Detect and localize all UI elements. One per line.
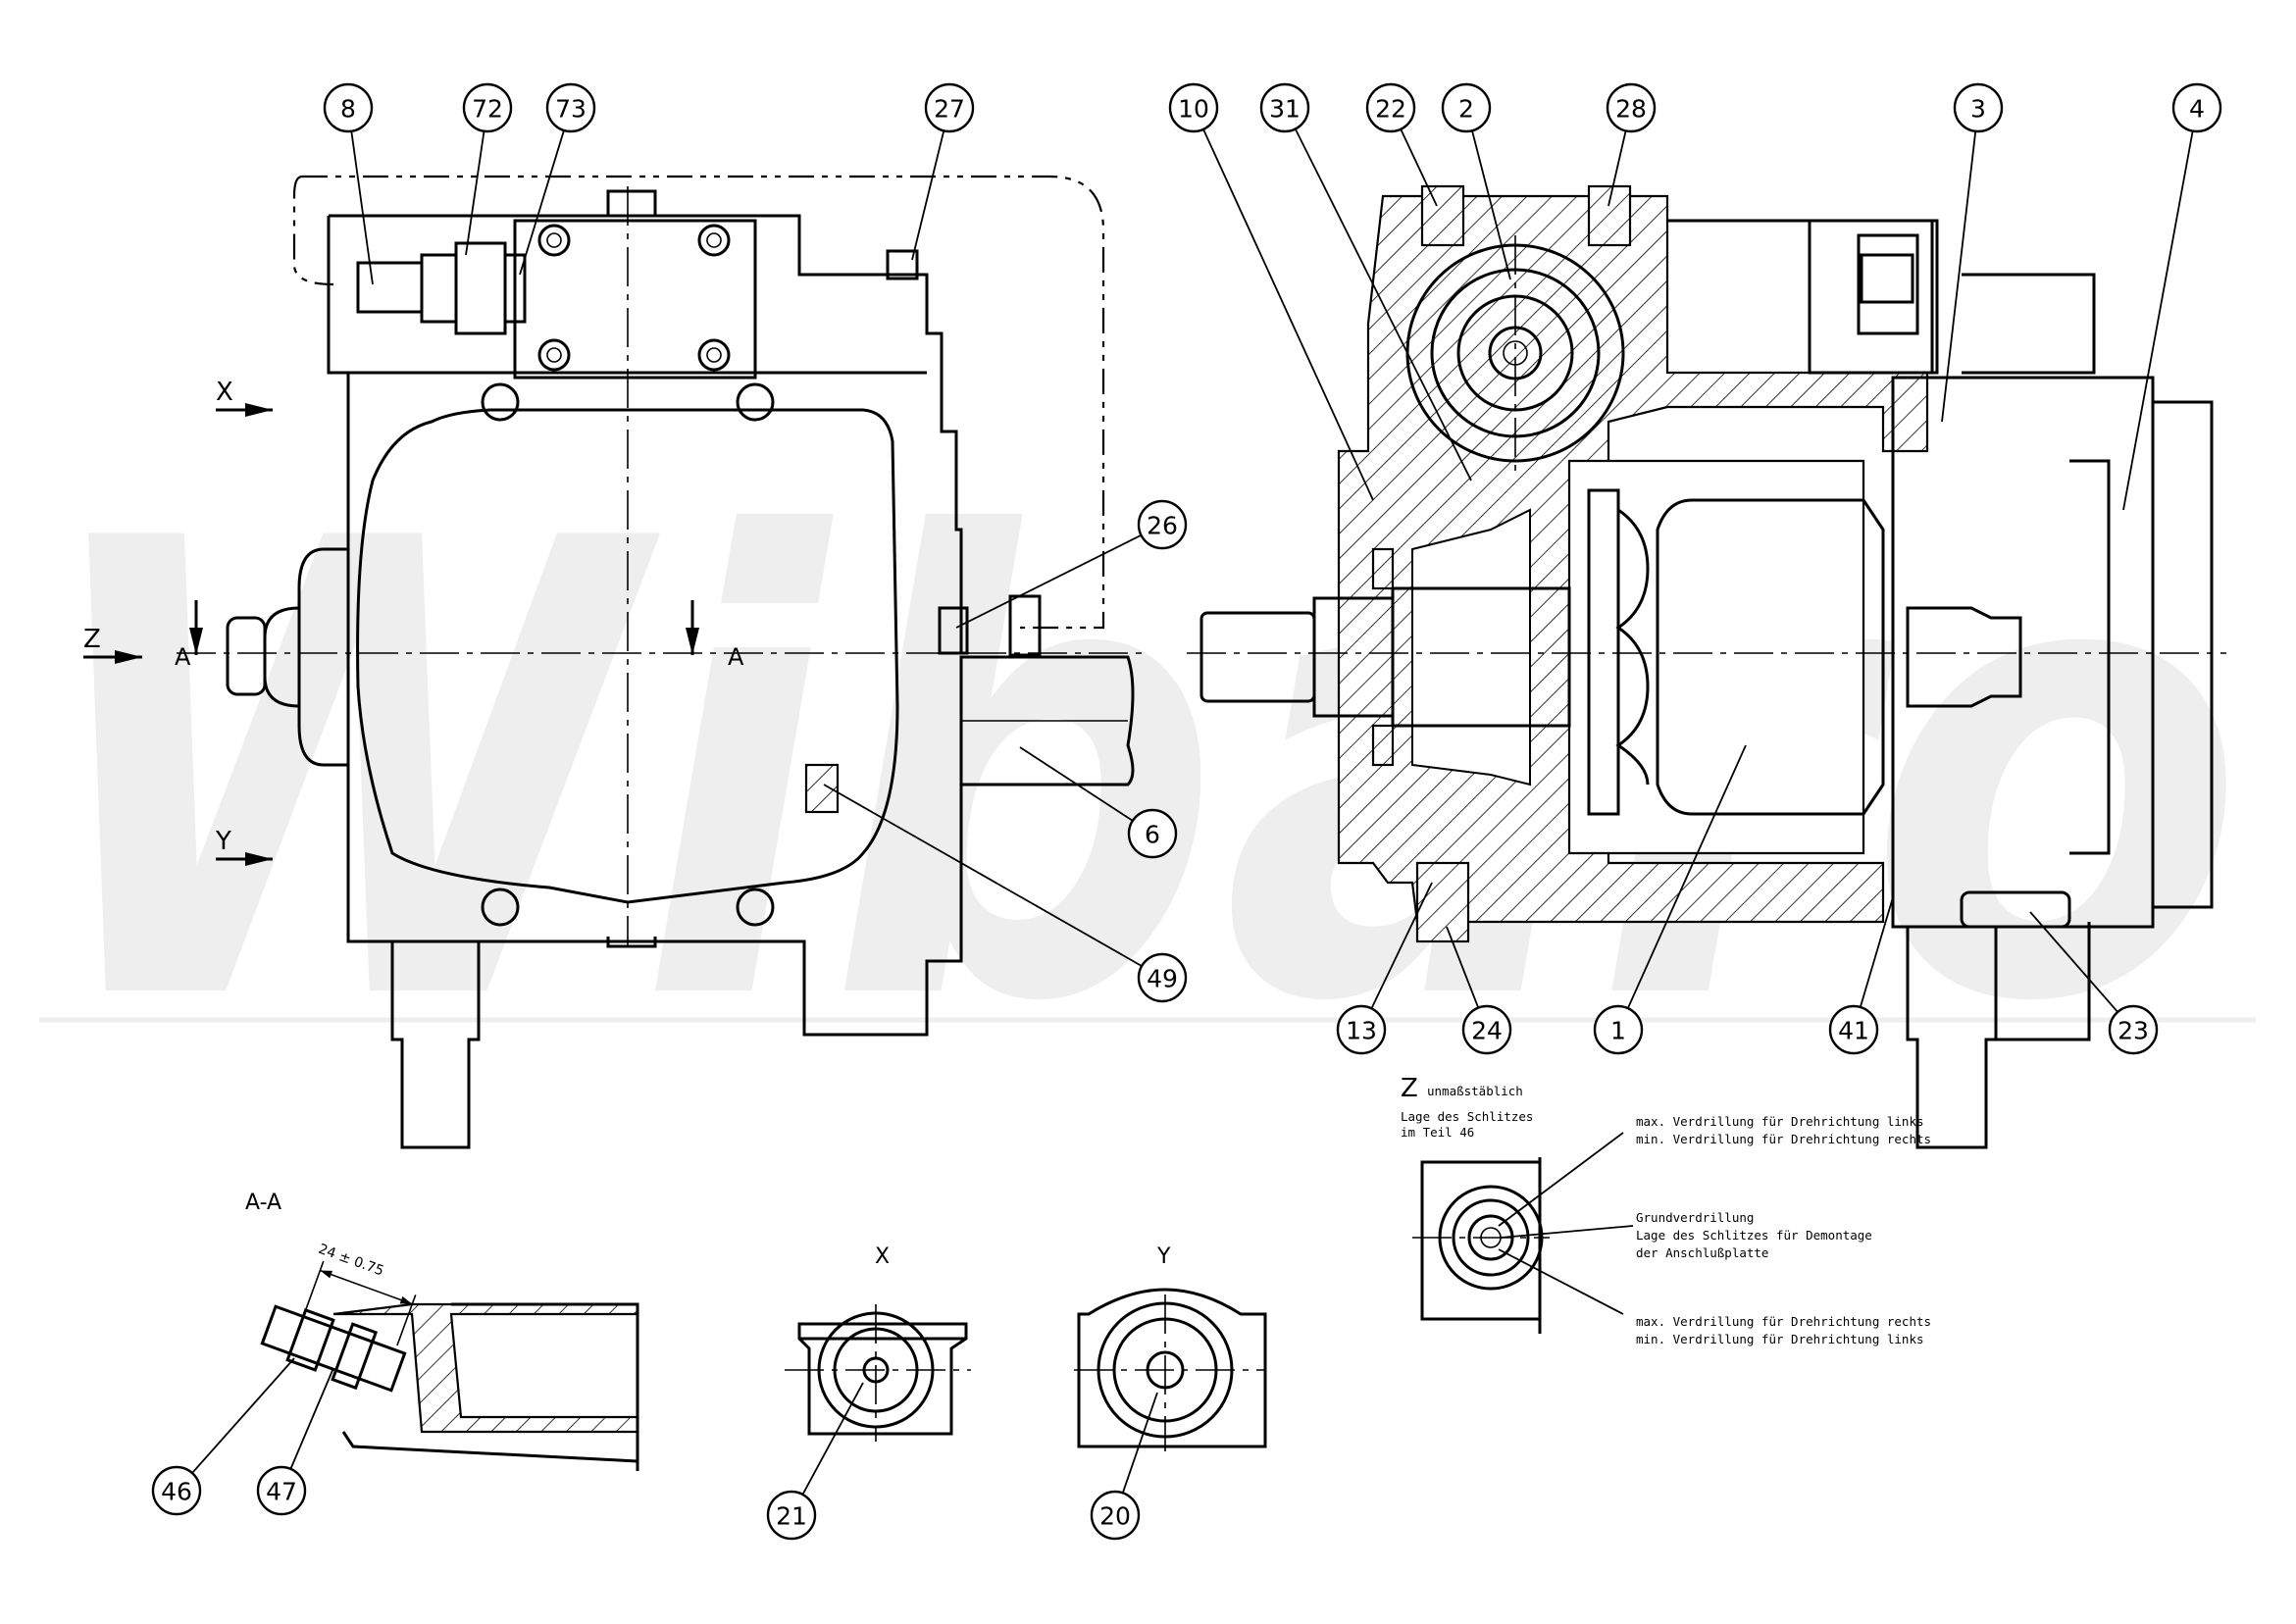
callout-leader-22 bbox=[1400, 128, 1438, 207]
x-view-title: X bbox=[875, 1244, 890, 1269]
callout-leader-21 bbox=[801, 1382, 864, 1496]
callout-leader-47 bbox=[289, 1367, 334, 1470]
callout-46: 46 bbox=[151, 1357, 295, 1516]
callout-leader-31 bbox=[1294, 128, 1472, 482]
callout-number-2: 2 bbox=[1458, 95, 1474, 124]
callout-leader-8 bbox=[350, 130, 374, 285]
view-x-label: X bbox=[216, 378, 233, 407]
callout-leader-1 bbox=[1626, 744, 1747, 1009]
callout-leader-41 bbox=[1859, 896, 1894, 1008]
callout-4: 4 bbox=[2122, 82, 2222, 511]
callout-number-26: 26 bbox=[1147, 512, 1178, 540]
callout-leader-46 bbox=[191, 1357, 295, 1474]
x-view: X bbox=[785, 1244, 971, 1442]
callout-leader-49 bbox=[823, 784, 1143, 967]
callout-23: 23 bbox=[2029, 911, 2159, 1055]
callout-3: 3 bbox=[1941, 82, 2004, 423]
callout-73: 73 bbox=[519, 82, 596, 276]
callout-number-13: 13 bbox=[1346, 1017, 1377, 1045]
callout-24: 24 bbox=[1446, 926, 1512, 1055]
note-max-left-1: max. Verdrillung für Drehrichtung links bbox=[1636, 1114, 1924, 1129]
callout-leader-27 bbox=[911, 130, 945, 261]
callout-number-3: 3 bbox=[1970, 95, 1986, 124]
front-view: X Y Z A A bbox=[83, 175, 1148, 1149]
callout-6: 6 bbox=[1019, 746, 1178, 859]
callout-number-41: 41 bbox=[1838, 1017, 1869, 1045]
callout-28: 28 bbox=[1606, 82, 1657, 207]
note-basic-2: Lage des Schlitzes für Demontage bbox=[1636, 1228, 1872, 1243]
view-z-label: Z bbox=[83, 625, 101, 654]
callout-49: 49 bbox=[823, 784, 1188, 1003]
callout-leader-24 bbox=[1446, 926, 1480, 1008]
note-max-left-2: min. Verdrillung für Drehrichtung rechts bbox=[1636, 1132, 1931, 1146]
callout-41: 41 bbox=[1828, 896, 1894, 1055]
callout-10: 10 bbox=[1168, 82, 1374, 501]
callout-72: 72 bbox=[462, 82, 513, 256]
callout-leader-3 bbox=[1941, 130, 1977, 423]
callout-20: 20 bbox=[1090, 1392, 1158, 1541]
callout-26: 26 bbox=[955, 499, 1188, 629]
callout-number-20: 20 bbox=[1099, 1502, 1131, 1531]
callout-leader-26 bbox=[955, 533, 1142, 629]
callout-number-46: 46 bbox=[161, 1478, 192, 1506]
callout-leader-72 bbox=[465, 130, 485, 256]
callout-number-27: 27 bbox=[934, 95, 965, 124]
callout-47: 47 bbox=[256, 1367, 334, 1516]
y-view-title: Y bbox=[1156, 1244, 1171, 1269]
callout-number-1: 1 bbox=[1610, 1017, 1626, 1045]
callout-1: 1 bbox=[1593, 744, 1747, 1055]
callout-number-73: 73 bbox=[555, 95, 587, 124]
note-basic-1: Grundverdrillung bbox=[1636, 1210, 1754, 1225]
watermark: Wibaro bbox=[29, 408, 2246, 1139]
note-basic-3: der Anschlußplatte bbox=[1636, 1245, 1768, 1260]
section-aa-title: A-A bbox=[245, 1191, 281, 1215]
section-view bbox=[1187, 184, 2226, 1149]
callout-number-28: 28 bbox=[1615, 95, 1647, 124]
callout-number-8: 8 bbox=[340, 95, 356, 124]
note-max-right-1: max. Verdrillung für Drehrichtung rechts bbox=[1636, 1314, 1931, 1329]
callout-number-49: 49 bbox=[1147, 965, 1178, 993]
callout-2: 2 bbox=[1441, 82, 1511, 280]
section-a-right: A bbox=[728, 643, 744, 671]
callout-leader-73 bbox=[519, 129, 565, 276]
callout-number-31: 31 bbox=[1269, 95, 1301, 124]
callout-number-4: 4 bbox=[2189, 95, 2205, 124]
detail-z-pos-line1: Lage des Schlitzes bbox=[1401, 1109, 1533, 1124]
view-y-label: Y bbox=[215, 827, 231, 856]
callout-number-6: 6 bbox=[1145, 821, 1160, 849]
callout-leader-23 bbox=[2029, 911, 2118, 1013]
callout-number-47: 47 bbox=[266, 1478, 297, 1506]
callout-leader-10 bbox=[1202, 128, 1374, 501]
callout-number-23: 23 bbox=[2117, 1017, 2149, 1045]
callout-leader-28 bbox=[1607, 130, 1627, 207]
callout-8: 8 bbox=[323, 82, 374, 285]
y-view: Y bbox=[1074, 1244, 1267, 1451]
callout-number-10: 10 bbox=[1178, 95, 1209, 124]
callout-number-72: 72 bbox=[472, 95, 503, 124]
detail-z-scale-note: unmaßstäblich bbox=[1427, 1084, 1523, 1098]
note-max-right-2: min. Verdrillung für Drehrichtung links bbox=[1636, 1332, 1924, 1346]
section-a-left: A bbox=[175, 643, 191, 671]
callout-leader-6 bbox=[1019, 746, 1134, 822]
callout-number-21: 21 bbox=[776, 1502, 807, 1531]
callout-31: 31 bbox=[1259, 82, 1472, 482]
detail-z: Z unmaßstäblich Lage des Schlitzes im Te… bbox=[1401, 1074, 1931, 1346]
detail-z-pos-line2: im Teil 46 bbox=[1401, 1125, 1474, 1140]
section-aa: A-A 24 ± 0.75 bbox=[245, 1191, 639, 1471]
callout-number-22: 22 bbox=[1375, 95, 1406, 124]
callout-27: 27 bbox=[911, 82, 975, 261]
callout-leader-13 bbox=[1370, 882, 1433, 1009]
callout-13: 13 bbox=[1336, 882, 1433, 1055]
callout-leader-4 bbox=[2122, 130, 2194, 511]
callout-22: 22 bbox=[1365, 82, 1438, 207]
detail-z-title: Z bbox=[1401, 1074, 1418, 1103]
callout-leader-2 bbox=[1471, 130, 1511, 280]
callout-21: 21 bbox=[766, 1382, 864, 1541]
callout-leader-20 bbox=[1121, 1392, 1158, 1494]
callout-number-24: 24 bbox=[1471, 1017, 1503, 1045]
